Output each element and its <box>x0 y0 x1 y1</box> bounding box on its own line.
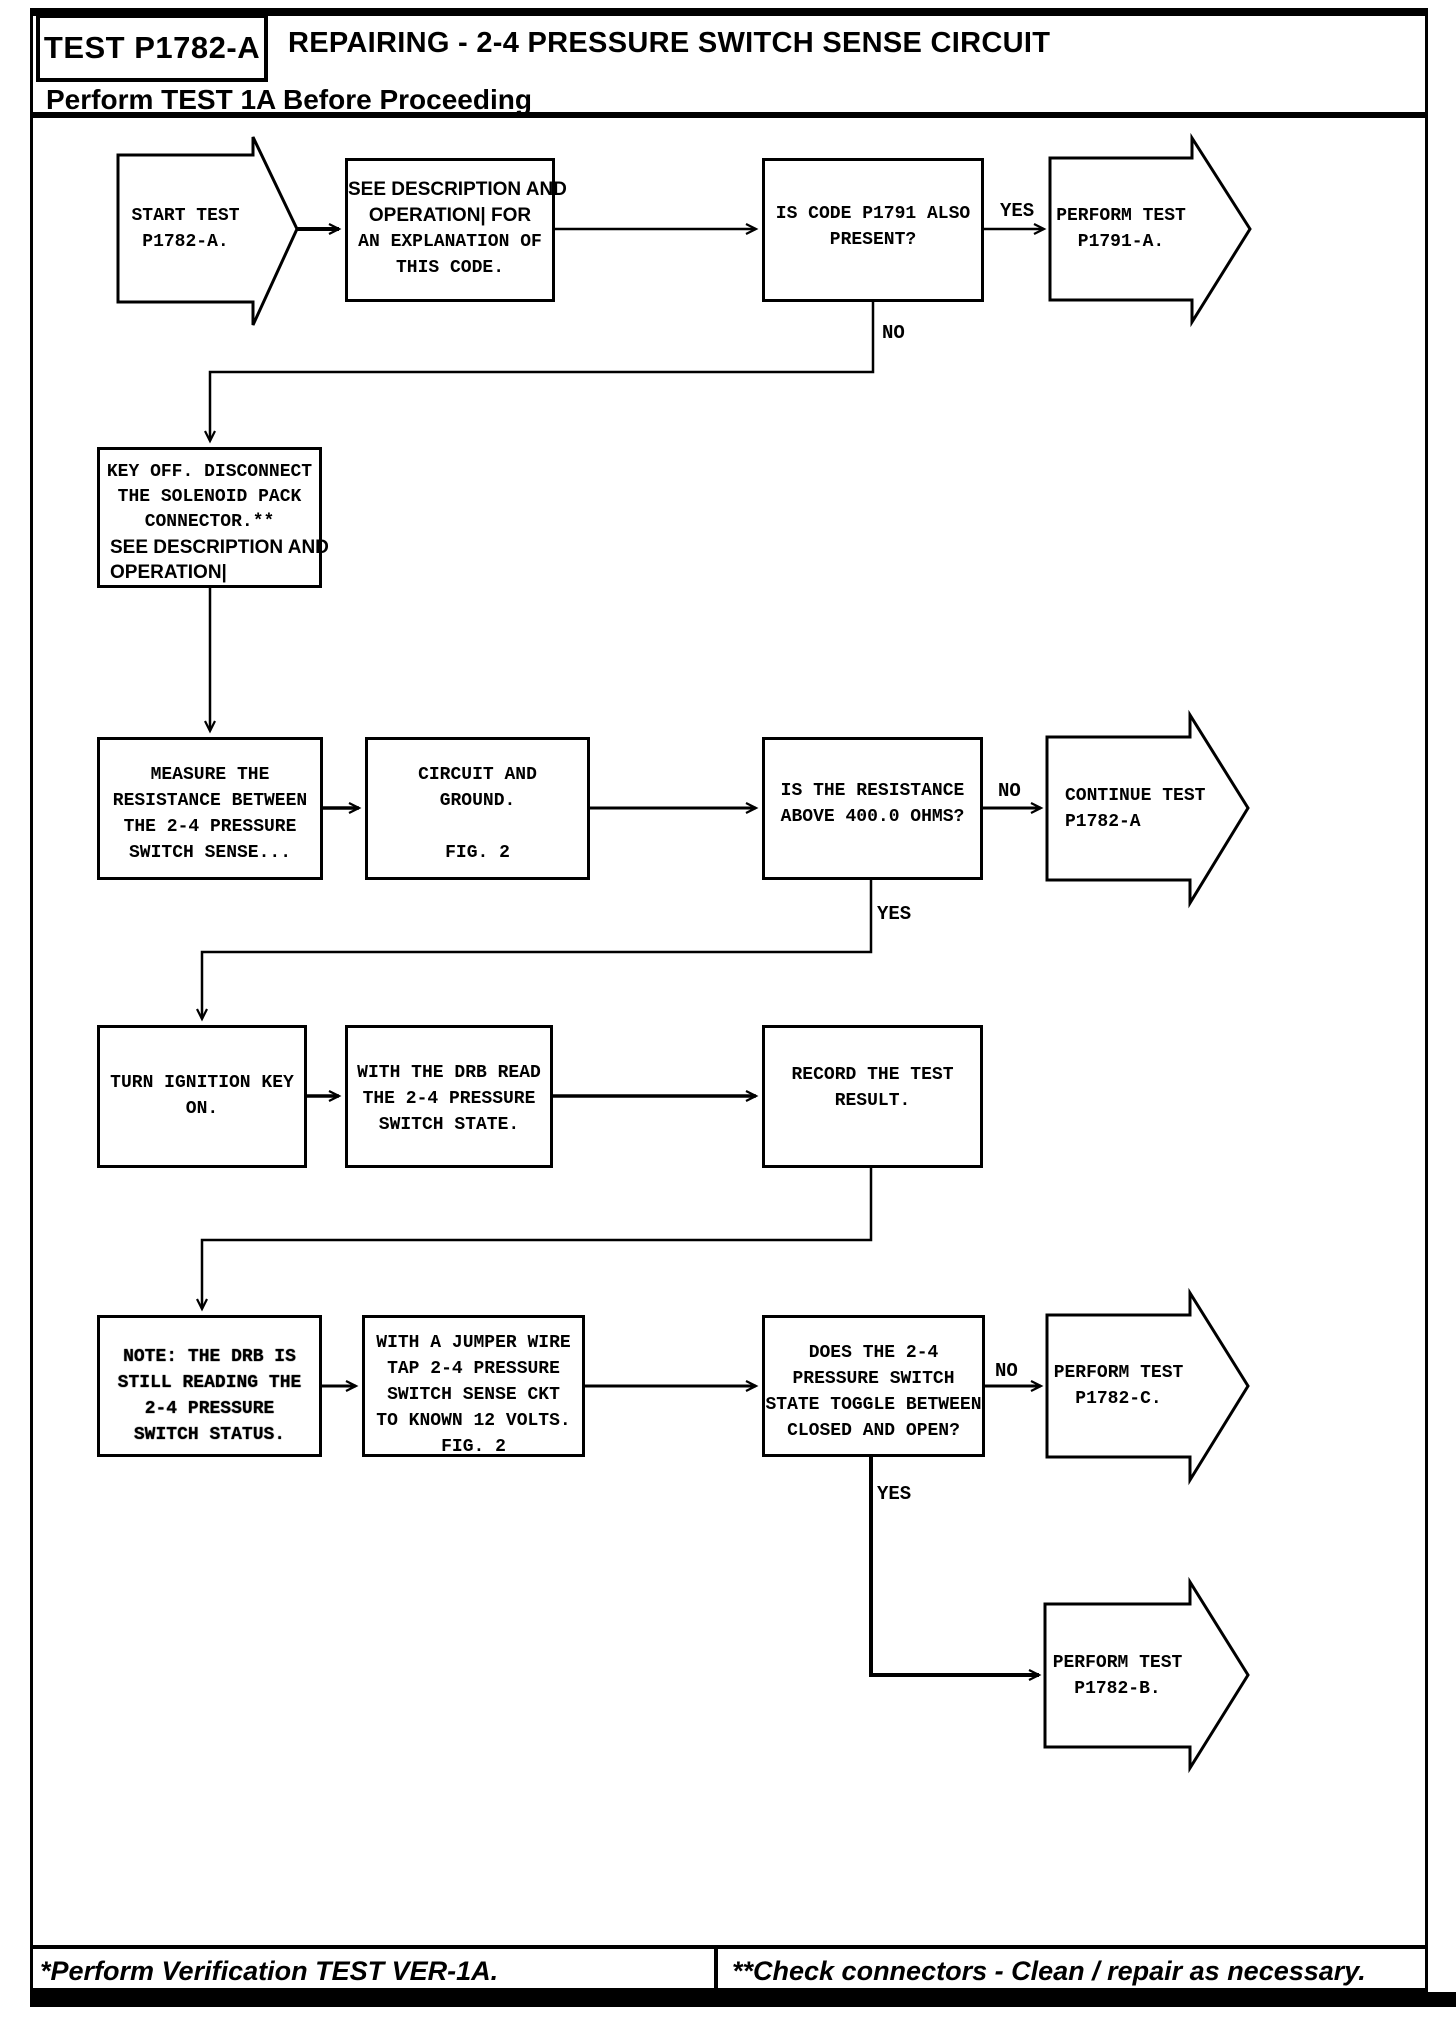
box-see-description: SEE DESCRIPTION AND OPERATION| FOR AN EX… <box>345 158 567 302</box>
box-drb-read: WITH THE DRB READ THE 2-4 PRESSURE SWITC… <box>345 1025 553 1168</box>
label-no-row3: NO <box>998 780 1021 802</box>
box-key-off: KEY OFF. DISCONNECT THE SOLENOID PACK CO… <box>97 447 329 588</box>
box-toggle-question: DOES THE 2-4 PRESSURE SWITCH STATE TOGGL… <box>762 1315 985 1457</box>
continue-test-label: CONTINUE TEST P1782-A <box>1065 785 1206 832</box>
footer-divider-top <box>30 1945 1428 1949</box>
header-divider <box>30 112 1428 118</box>
label-yes-row5: YES <box>877 1483 912 1505</box>
key-off-mono-text: KEY OFF. DISCONNECT THE SOLENOID PACK CO… <box>106 462 313 532</box>
offpage-arrow-p1782b-shape <box>1043 1576 1250 1774</box>
test-id-label: TEST P1782-A <box>43 30 261 65</box>
test-id-box: TEST P1782-A <box>36 14 268 82</box>
start-terminal: START TEST P1782-A. <box>118 155 253 302</box>
box-jumper-wire: WITH A JUMPER WIRE TAP 2-4 PRESSURE SWIT… <box>362 1315 585 1457</box>
offpage-arrow-p1791a: PERFORM TEST P1791-A. <box>1050 158 1192 300</box>
label-no-row1: NO <box>882 322 905 344</box>
connector-record-to-note <box>196 1168 873 1312</box>
footer-note-left: *Perform Verification TEST VER-1A. <box>40 1955 499 1986</box>
box-resistance: IS THE RESISTANCE ABOVE 400.0 OHMS? <box>762 737 983 880</box>
offpage-arrow-p1782b: PERFORM TEST P1782-B. <box>1045 1604 1190 1747</box>
page-title: REPAIRING - 2-4 PRESSURE SWITCH SENSE CI… <box>288 27 1051 59</box>
label-yes-row1: YES <box>1000 200 1035 222</box>
start-terminal-shape <box>116 136 299 326</box>
perform-p1791-label: PERFORM TEST P1791-A. <box>1056 206 1186 252</box>
label-yes-row3: YES <box>877 903 912 925</box>
offpage-arrow-p1782c: PERFORM TEST P1782-C. <box>1047 1315 1190 1457</box>
offpage-arrow-continue: CONTINUE TEST P1782-A <box>1047 737 1205 880</box>
box-record-result: RECORD THE TEST RESULT. <box>762 1025 983 1168</box>
box-code-present: IS CODE P1791 ALSO PRESENT? <box>762 158 984 302</box>
key-off-bold-text: SEE DESCRIPTION AND OPERATION| <box>110 537 329 583</box>
footer-divider-vertical <box>714 1945 718 1992</box>
box-circuit-ground: CIRCUIT AND GROUND. FIG. 2 <box>365 737 590 880</box>
start-terminal-label: START TEST P1782-A. <box>131 205 240 252</box>
box-note-drb: NOTE: THE DRB IS STILL READING THE 2-4 P… <box>97 1315 322 1457</box>
label-no-row5: NO <box>995 1360 1018 1382</box>
box-ignition: TURN IGNITION KEY ON. <box>97 1025 307 1168</box>
perform-p1782b-label: PERFORM TEST P1782-B. <box>1052 1652 1183 1699</box>
offpage-arrow-p1791a-shape <box>1048 132 1252 328</box>
connector-yes-to-ignition <box>196 880 873 1022</box>
connector-yes-to-p1782b <box>869 1457 1042 1681</box>
see-description-bold-text: SEE DESCRIPTION AND OPERATION| FOR <box>348 179 567 226</box>
see-description-mono-text: AN EXPLANATION OF THIS CODE. <box>358 232 542 278</box>
footer-note-right: **Check connectors - Clean / repair as n… <box>732 1955 1366 1986</box>
offpage-arrow-p1782c-shape <box>1045 1287 1250 1486</box>
offpage-arrow-continue-shape <box>1045 709 1250 909</box>
page-bottom-bar <box>30 1992 1456 2007</box>
connector-no-to-keyoff <box>204 300 875 444</box>
perform-p1782c-label: PERFORM TEST P1782-C. <box>1053 1363 1184 1409</box>
page-subtitle: Perform TEST 1A Before Proceeding <box>46 84 532 115</box>
box-measure: MEASURE THE RESISTANCE BETWEEN THE 2-4 P… <box>97 737 323 880</box>
page-frame <box>30 8 1428 1992</box>
